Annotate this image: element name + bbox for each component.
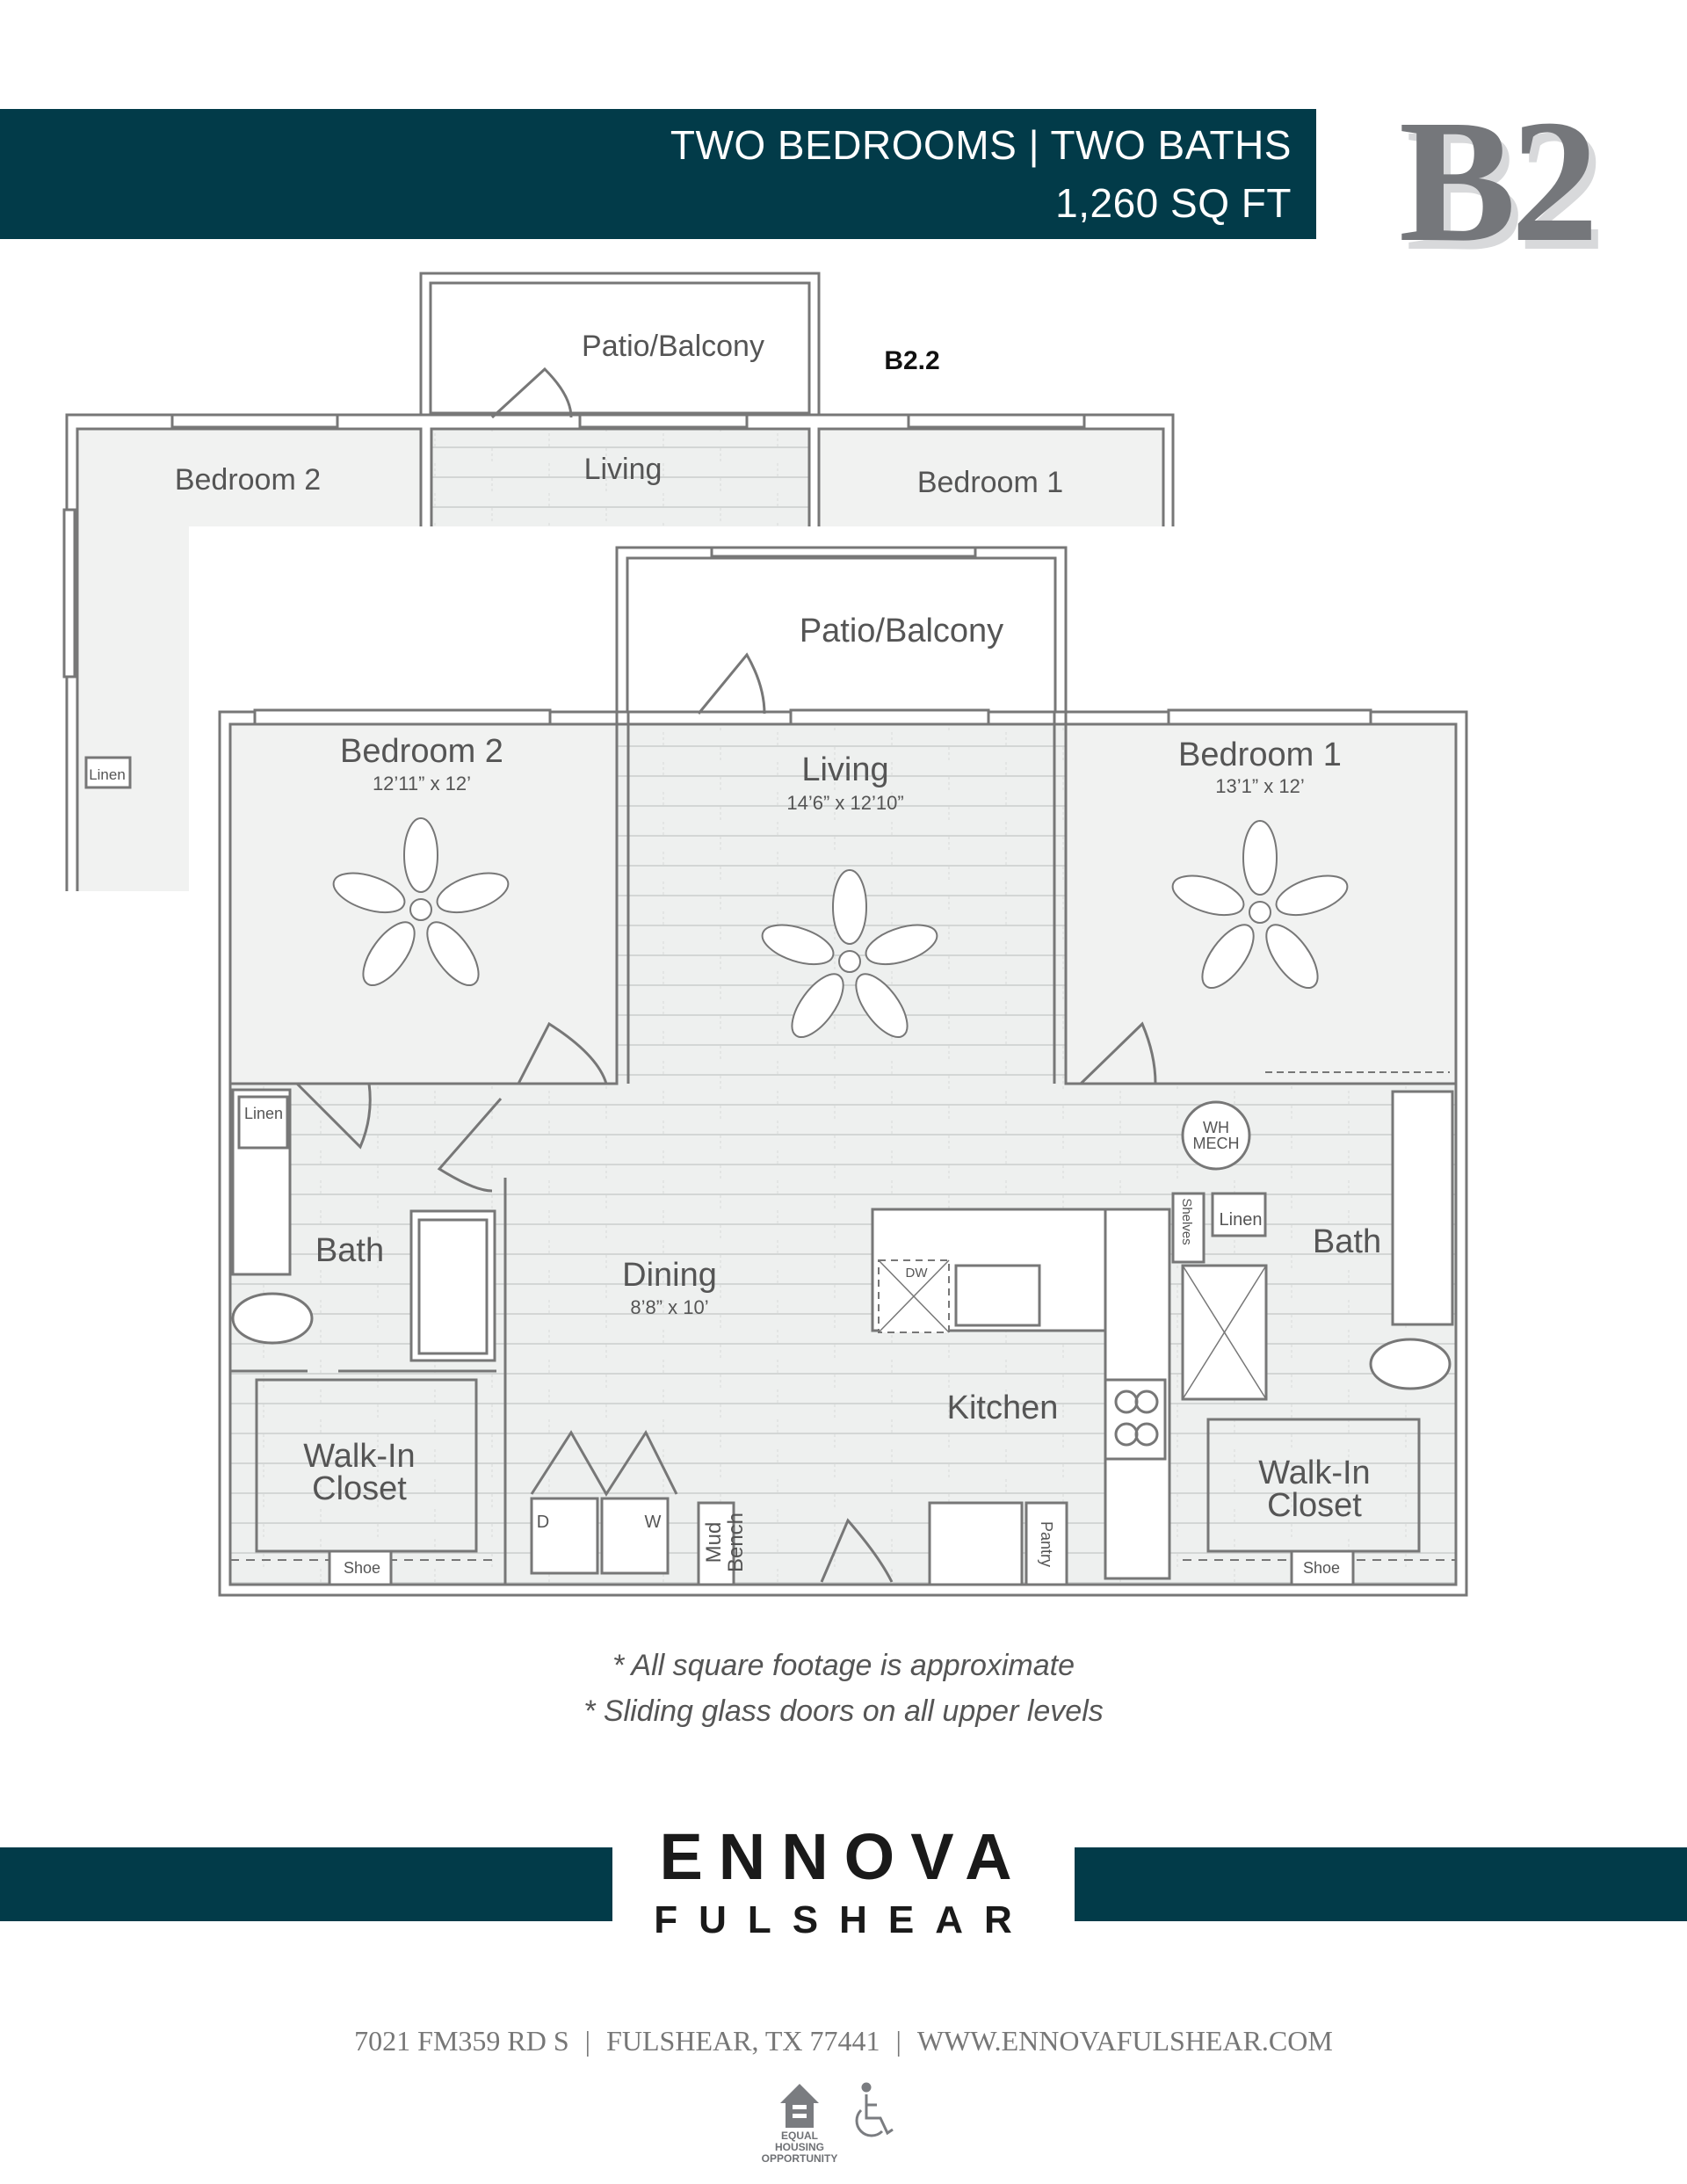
linen-right-label: Linen [1220,1210,1263,1230]
secondary-living-label: Living [584,453,662,486]
unit-type: TWO BEDROOMS | TWO BATHS [670,122,1292,168]
patio-label: Patio/Balcony [800,613,1003,649]
bath-right-label: Bath [1313,1223,1381,1260]
washer-label: W [645,1513,662,1532]
fan-blade [855,973,909,1038]
living-size: 14’6” x 12’10” [786,792,903,814]
fan-blade [791,973,844,1038]
fan-blade [1275,874,1349,917]
fan-blade [1265,924,1319,989]
ceiling-fan-icon [332,817,510,986]
ceiling-fan-icon [761,869,938,1038]
shelves-label: Shelves [1179,1198,1194,1244]
secondary-linen-label: Linen [89,766,126,783]
pantry-label: Pantry [1038,1521,1055,1567]
fan-blade [1242,820,1278,896]
fan-blade [332,872,406,914]
closet-left-label-1: Walk-In [303,1438,415,1475]
city: FULSHEAR, TX 77441 [606,2025,880,2057]
header-banner: TWO BEDROOMS | TWO BATHS 1,260 SQ FT [0,109,1316,239]
closet-left-label-2: Closet [312,1470,407,1507]
footer-bar-left [0,1847,612,1921]
closet-right-label-1: Walk-In [1258,1455,1370,1491]
fan-hub [838,950,861,973]
square-footage: 1,260 SQ FT [1055,180,1292,226]
secondary-bedroom1-label: Bedroom 1 [917,466,1063,499]
fan-blade [362,921,416,986]
kitchen-label: Kitchen [947,1389,1059,1426]
bedroom2-label: Bedroom 2 [340,733,503,770]
street-address: 7021 FM359 RD S [354,2025,569,2057]
secondary-bedroom2-label: Bedroom 2 [175,463,321,497]
plan-code: B2 [1399,84,1598,279]
address-line: 7021 FM359 RD S|FULSHEAR, TX 77441|WWW.E… [354,2025,1333,2057]
equal-housing-text: EQUAL HOUSING OPPORTUNITY [761,2130,838,2165]
fan-blade [436,872,510,914]
fan-blade [865,924,938,966]
dining-size: 8’8” x 10’ [630,1296,708,1318]
footer-icons [773,2079,914,2153]
brand-sub: FULSHEAR [654,1898,1033,1941]
fan-hub [409,898,432,921]
closet-right-label-2: Closet [1267,1487,1362,1524]
variant-label: B2.2 [884,346,939,375]
mud-bench-label-2: Bench [724,1513,748,1572]
dining-label: Dining [622,1257,717,1294]
fan-blade [1201,924,1255,989]
note-square-footage: * All square footage is approximate [612,1649,1075,1682]
living-label: Living [801,751,888,788]
secondary-patio-label: Patio/Balcony [582,330,764,363]
dryer-label: D [537,1513,549,1532]
fan-blade [761,924,835,966]
footer-bar-right [1075,1847,1687,1921]
shoe-left-label: Shoe [344,1559,380,1577]
fan-blade [1171,874,1245,917]
mud-bench-label-1: Mud [702,1522,726,1564]
linen-left-label: Linen [244,1105,283,1122]
fan-blade [403,817,438,893]
equal-housing-icon [780,2084,819,2128]
bedroom1-label: Bedroom 1 [1178,736,1342,773]
note-sliding-doors: * Sliding glass doors on all upper level… [583,1694,1104,1728]
bath-left-label: Bath [315,1232,384,1269]
website-link[interactable]: WWW.ENNOVAFULSHEAR.COM [916,2025,1333,2057]
fan-blade [832,869,867,945]
ceiling-fan-icon [1171,820,1349,989]
dishwasher-label: DW [906,1266,929,1281]
shoe-right-label: Shoe [1303,1559,1340,1577]
brand-logo: ENNOVA [659,1820,1028,1893]
bedroom2-size: 12’11” x 12’ [373,773,471,795]
wh-mech-label-2: MECH [1193,1135,1240,1152]
fan-hub [1249,901,1271,924]
fan-blade [426,921,480,986]
bedroom1-size: 13’1” x 12’ [1215,775,1305,797]
wh-mech-label-1: WH [1203,1119,1229,1136]
accessibility-icon [855,2082,894,2137]
